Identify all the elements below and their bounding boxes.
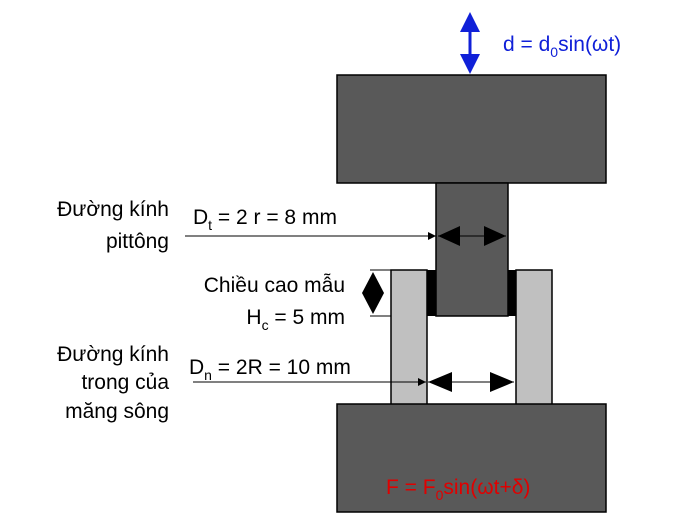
sleeve-diameter-label-line2: trong của — [81, 371, 169, 394]
sleeve-diameter-formula: Dn = 2R = 10 mm — [189, 356, 351, 383]
piston-diameter-label-line2: pittông — [106, 230, 169, 253]
sample-height-formula: Hc = 5 mm — [246, 306, 345, 333]
sample-right — [508, 270, 516, 316]
sleeve-left-wall — [390, 269, 428, 407]
piston-diameter-label-line1: Đường kính — [57, 198, 169, 221]
sample-left — [427, 270, 436, 316]
displacement-formula: d = d0sin(ωt) — [503, 33, 621, 60]
upper-plate — [336, 74, 607, 184]
piston — [435, 182, 509, 317]
force-formula: F = F0sin(ωt+δ) — [386, 476, 530, 503]
sample-height-dimension — [362, 269, 391, 317]
displacement-arrow — [460, 12, 480, 74]
sample-height-label: Chiều cao mẫu — [204, 274, 345, 297]
lower-plate — [336, 403, 607, 513]
piston-diameter-formula: Dt = 2 r = 8 mm — [193, 206, 337, 233]
piston-diameter-dimension — [185, 226, 506, 246]
sleeve-diameter-label-line3: măng sông — [65, 400, 169, 423]
sleeve-right-wall — [515, 269, 553, 407]
sleeve-diameter-label-line1: Đường kính — [57, 343, 169, 366]
sleeve-diameter-dimension — [193, 372, 514, 392]
